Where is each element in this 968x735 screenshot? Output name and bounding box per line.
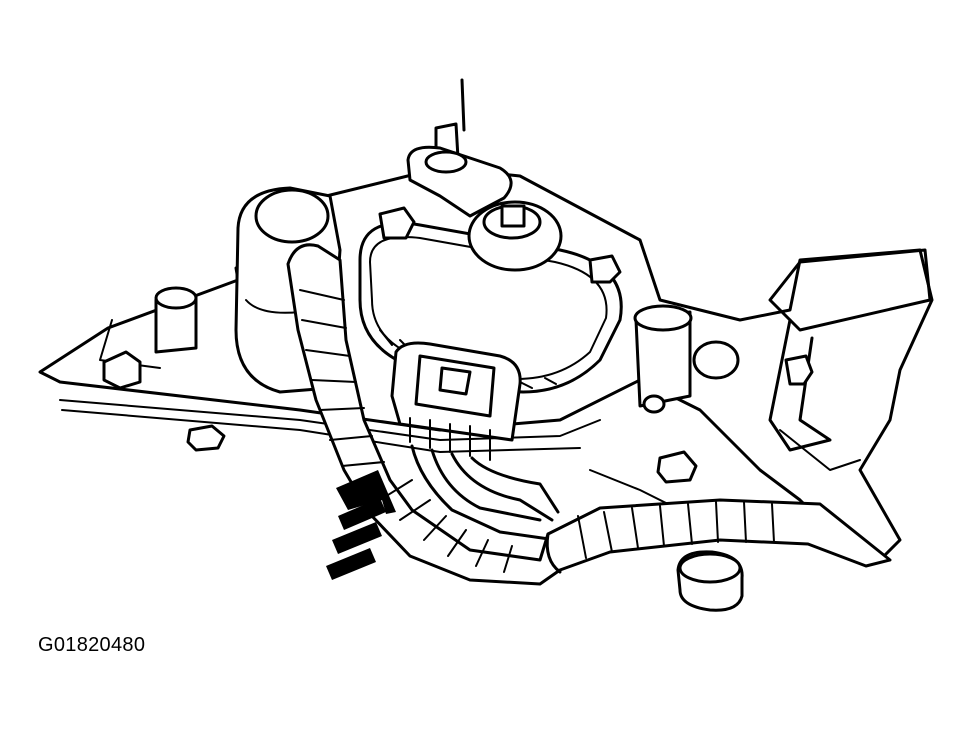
figure-caption: G01820480 xyxy=(38,634,146,656)
upper-stud-mount xyxy=(406,78,513,218)
connector-wires xyxy=(410,444,560,542)
electrical-connector xyxy=(390,341,522,461)
mounting-bolt xyxy=(102,206,814,612)
indicator-arrow xyxy=(326,470,396,580)
right-cylinder xyxy=(633,304,740,414)
wiring-harness xyxy=(286,243,892,586)
pivot-boss xyxy=(467,200,563,272)
right-bracket xyxy=(768,248,932,471)
